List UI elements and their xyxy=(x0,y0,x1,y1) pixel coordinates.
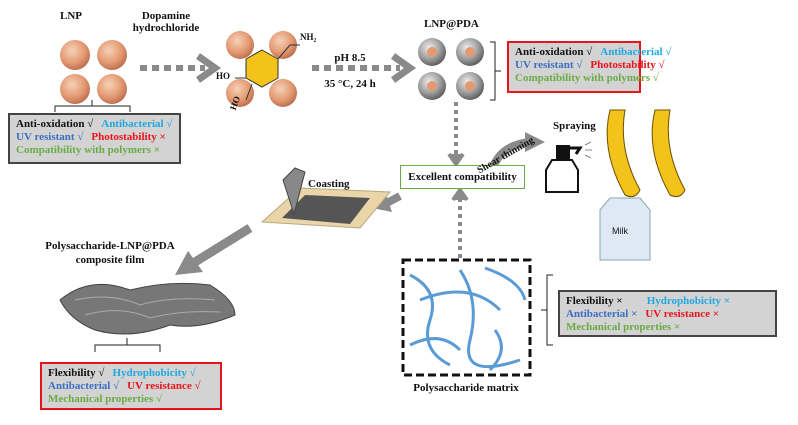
composite-film xyxy=(59,282,236,335)
nh2-label: NH₂ xyxy=(300,32,317,42)
reagent-label: Dopamine xyxy=(141,10,191,22)
ph-label: pH 8.5 xyxy=(334,52,366,64)
dashed-arrow xyxy=(140,53,222,83)
dotted-arrow-up xyxy=(451,186,469,258)
coasting-tray xyxy=(260,167,392,229)
reagent-label: hydrochloride xyxy=(132,22,200,34)
lnp-spheres xyxy=(60,40,127,104)
ho-label: HO xyxy=(216,71,231,81)
lnp-label: LNP xyxy=(60,10,82,22)
film-label: Polysaccharide-LNP@PDA xyxy=(45,240,175,252)
matrix-label: Polysaccharide matrix xyxy=(413,382,519,394)
condition-label: 35 °C, 24 h xyxy=(324,78,376,90)
spray-bottle-icon xyxy=(545,141,592,193)
dopamine-molecule xyxy=(226,31,300,107)
dashed-arrow xyxy=(312,53,417,83)
lnp-pda-spheres xyxy=(418,38,484,100)
polysaccharide-matrix xyxy=(401,258,532,377)
excellent-compatibility-box: Excellent compatibility xyxy=(400,165,525,189)
dotted-arrow-down xyxy=(447,102,465,168)
milk-carton-icon xyxy=(599,197,651,261)
polymer-chains xyxy=(409,266,527,372)
coasting-label: Coasting xyxy=(308,178,350,190)
spraying-label: Spraying xyxy=(553,120,596,132)
bracket xyxy=(541,274,553,346)
matrix-property-box: Flexibility ×Hydrophobicity ×Antibacteri… xyxy=(558,290,777,337)
film-property-box: Flexibility √Hydrophobicity √Antibacteri… xyxy=(40,362,222,410)
bracket xyxy=(54,100,131,112)
milk-label: Milk xyxy=(612,226,628,236)
bracket xyxy=(490,41,501,101)
banana-icon xyxy=(606,109,686,198)
lnp-pda-label: LNP@PDA xyxy=(424,18,479,30)
bracket xyxy=(94,338,161,352)
arrow-diagonal xyxy=(192,224,253,266)
film-label: composite film xyxy=(75,254,145,266)
lnp-property-box: Anti-oxidation √Antibacterial √UV resist… xyxy=(8,113,181,164)
lnp-pda-property-box: Anti-oxidation √Antibacterial √UV resist… xyxy=(507,41,671,93)
